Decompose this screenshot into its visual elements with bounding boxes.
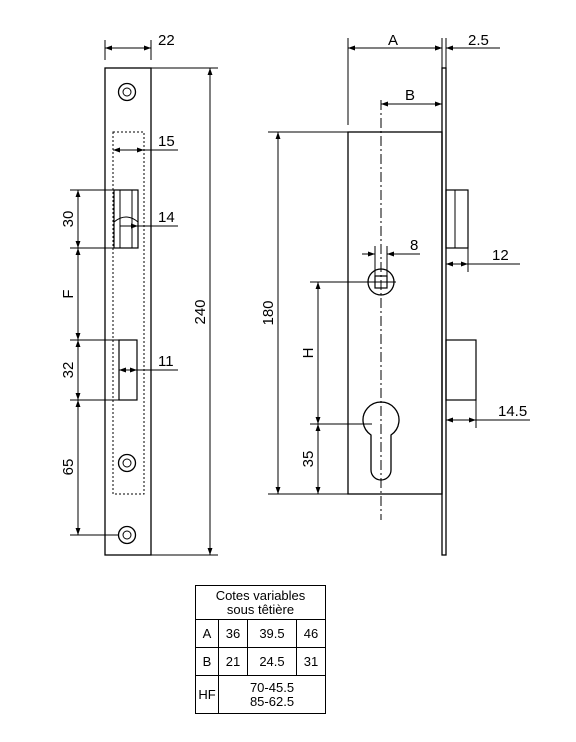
- deadbolt: [445, 339, 477, 401]
- dim-slot-width: 15: [158, 133, 175, 150]
- table-row: HF 70-45.5 85-62.5: [195, 675, 326, 714]
- screw-hole-bottom: [117, 525, 137, 545]
- table-title: Cotes variables sous têtière: [195, 585, 326, 620]
- variable-dimensions-table: Cotes variables sous têtière A 36 39.5 4…: [195, 585, 326, 714]
- dim-latch-opening-height: 30: [60, 211, 77, 228]
- latch-opening: [113, 189, 139, 249]
- row-label-hf: HF: [195, 675, 219, 714]
- faceplate-outline: [104, 67, 152, 556]
- dim-faceplate-thickness: 2.5: [468, 32, 489, 49]
- dim-case-height: 180: [260, 300, 277, 325]
- cylinder-cutout: [362, 401, 400, 481]
- hf-values-cell: 70-45.5 85-62.5: [218, 675, 326, 714]
- dim-faceplate-length: 240: [192, 299, 209, 324]
- dim-cylinder-distance: 35: [300, 451, 317, 468]
- table-cell: 36: [218, 619, 248, 648]
- table-cell: 39.5: [246, 619, 298, 648]
- lock-side-view: [268, 38, 530, 556]
- table-row: B 21 24.5 31: [195, 647, 326, 676]
- dim-latch-projection: 12: [492, 247, 509, 264]
- hf-value-line1: 70-45.5: [249, 679, 295, 695]
- lock-case: [347, 131, 443, 495]
- table-cell: 31: [296, 647, 326, 676]
- latch: [445, 189, 469, 249]
- dim-f: F: [60, 289, 77, 298]
- dim-backset: A: [388, 32, 398, 49]
- lock-technical-drawing: 22 15 14 11 240 30 F 32 65 A 2.5 B 180 8…: [60, 32, 530, 556]
- table-title-line1: Cotes variables: [215, 587, 306, 603]
- dim-bolt-opening-width: 11: [158, 353, 174, 370]
- table-cell: 21: [218, 647, 248, 676]
- table-title-line2: sous têtière: [226, 601, 295, 617]
- dim-h: H: [300, 348, 317, 359]
- screw-hole-middle: [117, 453, 137, 473]
- faceplate-side: [441, 67, 447, 556]
- table-header-row: Cotes variables sous têtière: [195, 585, 326, 620]
- table-cell: 46: [296, 619, 326, 648]
- screw-hole-top: [117, 82, 137, 102]
- dim-bottom-distance: 65: [60, 459, 77, 476]
- hf-value-line2: 85-62.5: [249, 693, 295, 709]
- row-label-b: B: [195, 647, 219, 676]
- row-label-a: A: [195, 619, 219, 648]
- faceplate-front-view: [70, 40, 218, 556]
- dim-latch-opening-width: 14: [158, 209, 175, 226]
- table-row: A 36 39.5 46: [195, 619, 326, 648]
- dim-b: B: [405, 87, 415, 104]
- dim-bolt-projection: 14.5: [498, 403, 527, 420]
- dotted-case-outline: [112, 131, 145, 495]
- table-cell: 24.5: [246, 647, 298, 676]
- dim-faceplate-width: 22: [158, 32, 175, 49]
- dim-spindle-square: 8: [410, 237, 418, 254]
- dim-bolt-opening-height: 32: [60, 362, 77, 379]
